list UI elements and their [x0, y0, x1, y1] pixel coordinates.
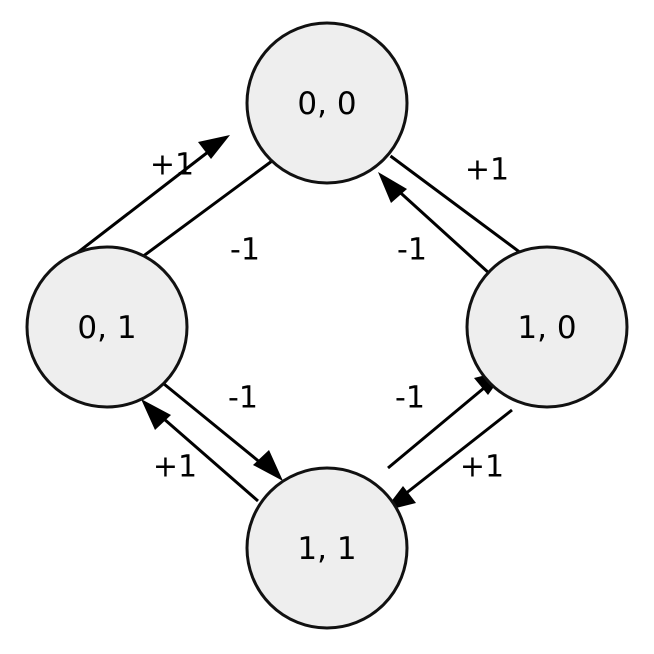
node-10[interactable]: 1, 0: [465, 245, 629, 409]
edge-line: [163, 382, 268, 470]
node-01[interactable]: 0, 1: [25, 245, 189, 409]
edge-label-00-to-01: -1: [230, 233, 260, 268]
node-circle: [25, 245, 189, 409]
node-11[interactable]: 1, 1: [245, 466, 409, 630]
edge-label-01-to-11: -1: [228, 381, 258, 416]
arrowhead-icon: [253, 450, 283, 481]
edge-line: [399, 408, 513, 500]
arrowhead-icon: [198, 135, 230, 159]
node-circle: [245, 21, 409, 185]
edge-11-to-01[interactable]: +1: [141, 399, 259, 503]
arrowhead-icon: [141, 399, 171, 430]
edge-01-to-11[interactable]: -1: [163, 381, 283, 482]
node-label-11: 1, 1: [297, 531, 356, 567]
edge-label-11-to-10: -1: [395, 381, 425, 416]
edge-line: [155, 410, 259, 503]
edge-line: [387, 381, 491, 470]
node-circle: [465, 245, 629, 409]
edge-label-11-to-01: +1: [153, 450, 197, 485]
edge-line: [389, 154, 538, 267]
edge-label-10-to-00: -1: [397, 233, 427, 268]
edge-label-01-to-00: +1: [150, 148, 194, 183]
arrowhead-icon: [378, 172, 407, 203]
edge-10-to-11[interactable]: +1: [384, 408, 513, 511]
node-label-01: 0, 1: [77, 310, 136, 346]
node-00[interactable]: 0, 0: [245, 21, 409, 185]
node-label-00: 0, 0: [297, 86, 356, 122]
node-label-10: 1, 0: [517, 310, 576, 346]
edge-01-to-00[interactable]: +1: [58, 135, 231, 268]
node-circle: [245, 466, 409, 630]
edge-line: [58, 145, 216, 268]
edge-label-10-to-11: +1: [460, 450, 504, 485]
edge-10-to-00[interactable]: -1: [378, 172, 492, 276]
edge-label-00-to-10: +1: [465, 153, 509, 188]
edge-line: [391, 184, 492, 276]
